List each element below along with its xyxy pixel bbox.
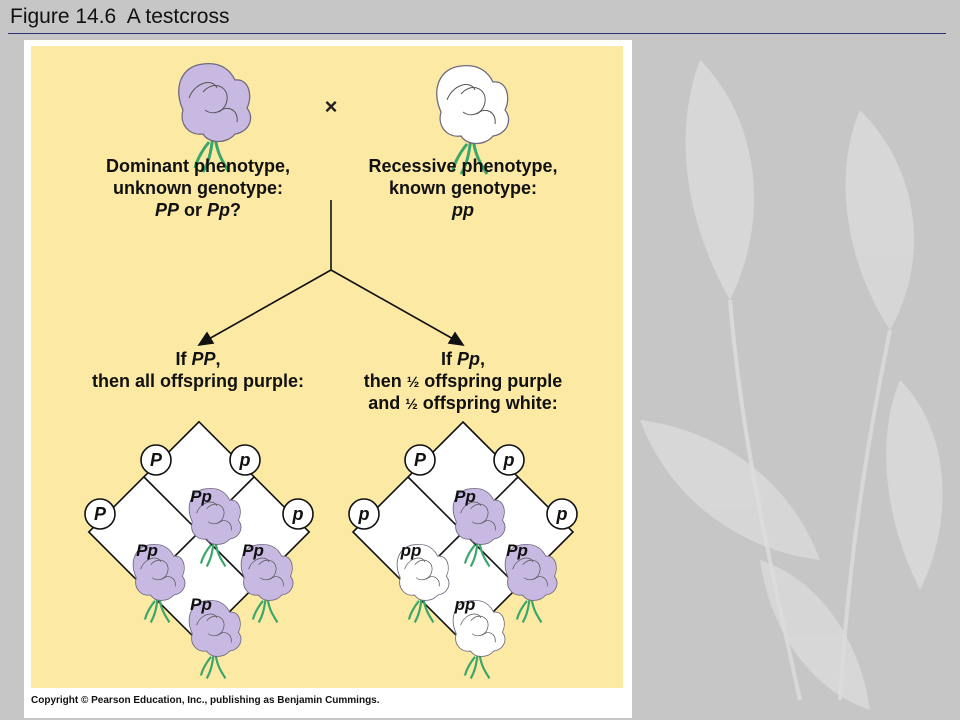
left-allele-top-2: p (229, 444, 261, 476)
right-outcome-line1: If Pp, (441, 349, 485, 369)
right-allele-top-2: p (493, 444, 525, 476)
right-parent-genotype: pp (451, 200, 474, 220)
cross-symbol: × (325, 94, 338, 119)
left-outcome-line2: then all offspring purple: (92, 371, 304, 391)
svg-text:p: p (292, 504, 304, 524)
right-parent-line2: known genotype: (389, 178, 537, 198)
slide-title: Figure 14.6 A testcross (10, 5, 230, 28)
left-parent-line1: Dominant phenotype, (106, 156, 290, 176)
svg-text:p: p (358, 504, 370, 524)
svg-text:p: p (556, 504, 568, 524)
title-divider (8, 33, 946, 34)
branch-arrows (197, 200, 465, 347)
right-allele-side-1: p (348, 498, 380, 530)
svg-text:p: p (239, 450, 251, 470)
svg-text:P: P (94, 504, 107, 524)
testcross-diagram: × Dominant phenotype, unknown genotype: … (31, 46, 623, 688)
right-allele-side-2: p (546, 498, 578, 530)
right-outcome-line2: then ½ offspring purple (364, 371, 563, 391)
diagram-canvas: × Dominant phenotype, unknown genotype: … (84, 62, 578, 680)
right-outcome-line3: and ½ offspring white: (368, 393, 558, 413)
left-cell-bottom-genotype: Pp (190, 595, 212, 614)
left-cell-top-genotype: Pp (190, 487, 212, 506)
right-cell-bottom-genotype: pp (454, 595, 476, 614)
right-allele-top-1: P (404, 444, 436, 476)
left-allele-side-1: P (84, 498, 116, 530)
left-cell-left-genotype: Pp (136, 541, 158, 560)
right-cell-left-genotype: pp (400, 541, 422, 560)
right-cell-top-genotype: Pp (454, 487, 476, 506)
left-allele-top-1: P (140, 444, 172, 476)
left-parent-line2: unknown genotype: (113, 178, 283, 198)
left-outcome-line1: If PP, (175, 349, 220, 369)
svg-text:p: p (503, 450, 515, 470)
left-cell-right-genotype: Pp (242, 541, 264, 560)
svg-text:P: P (150, 450, 163, 470)
right-cell-right-genotype: Pp (506, 541, 528, 560)
svg-text:P: P (414, 450, 427, 470)
copyright-notice: Copyright © Pearson Education, Inc., pub… (31, 695, 380, 706)
right-parent-line1: Recessive phenotype, (368, 156, 557, 176)
left-parent-genotypes: PP or Pp? (155, 200, 241, 220)
left-allele-side-2: p (282, 498, 314, 530)
